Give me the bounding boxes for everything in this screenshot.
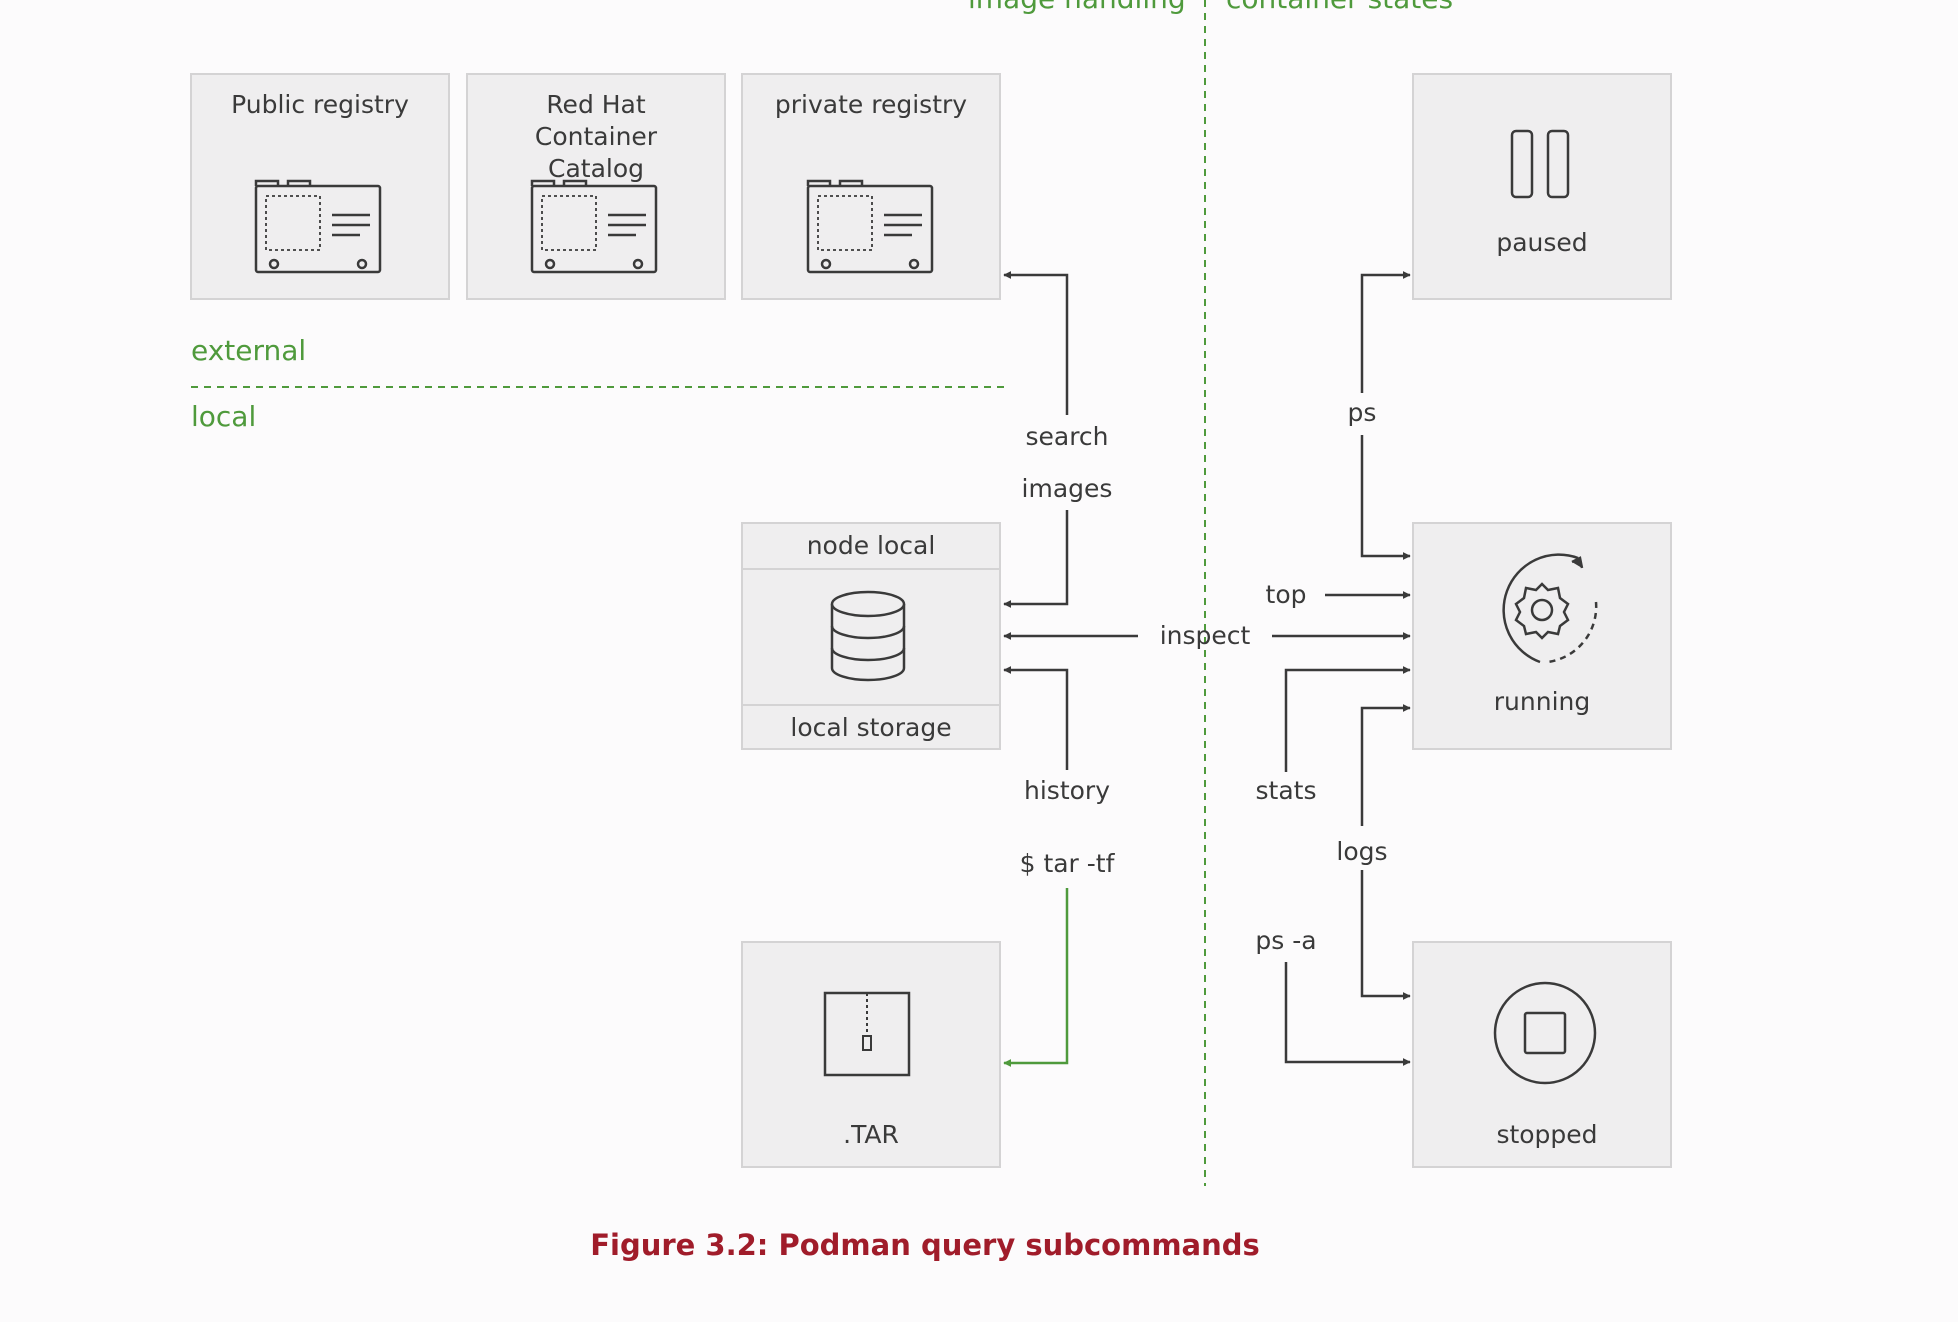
cmd-tar-tf: $ tar -tf xyxy=(1019,849,1115,878)
redhat-catalog-label: Red Hat Container Catalog xyxy=(534,90,658,183)
zone-local-label: local xyxy=(191,400,257,433)
ps-a-arrow xyxy=(1284,962,1411,1066)
cmd-inspect: inspect xyxy=(1159,621,1251,650)
cmd-search: search xyxy=(1025,422,1109,451)
public-registry-label: Public registry xyxy=(231,90,409,119)
private-registry-icon xyxy=(806,179,934,274)
node-local-label: node local xyxy=(806,531,936,560)
pause-icon xyxy=(1510,129,1570,199)
paused-box: paused xyxy=(1412,73,1672,300)
images-arrow xyxy=(1003,510,1069,608)
cmd-stats: stats xyxy=(1255,776,1317,805)
running-box: running xyxy=(1412,522,1672,750)
stop-icon xyxy=(1493,981,1597,1085)
running-gear-icon xyxy=(1502,553,1598,664)
public-registry-icon xyxy=(254,179,382,274)
stopped-label: stopped xyxy=(1496,1120,1598,1149)
header-container-states: container states xyxy=(1226,0,1453,15)
private-registry-label: private registry xyxy=(774,90,968,119)
cmd-ps: ps xyxy=(1347,398,1377,427)
logs-arrow-stopped xyxy=(1360,870,1411,1000)
tar-label: .TAR xyxy=(843,1120,899,1149)
zone-external-label: external xyxy=(191,334,307,367)
public-registry-box: Public registry xyxy=(190,73,450,300)
cmd-images: images xyxy=(1021,474,1113,503)
ps-arrow-running xyxy=(1360,435,1411,560)
tar-arrow xyxy=(1003,888,1069,1067)
cmd-top: top xyxy=(1265,580,1307,609)
storage-footer: local storage xyxy=(743,704,999,750)
stats-arrow xyxy=(1284,666,1411,772)
archive-icon xyxy=(823,991,911,1077)
running-label: running xyxy=(1493,687,1591,716)
logs-arrow-running xyxy=(1360,704,1411,826)
local-storage-label: local storage xyxy=(790,713,952,742)
cmd-logs: logs xyxy=(1336,837,1388,866)
search-arrow xyxy=(1003,271,1069,415)
storage-header: node local xyxy=(743,524,999,570)
paused-label: paused xyxy=(1496,228,1588,257)
figure-caption: Figure 3.2: Podman query subcommands xyxy=(590,1228,1260,1262)
redhat-catalog-icon xyxy=(530,179,658,274)
tar-box: .TAR xyxy=(741,941,1001,1168)
stopped-box: stopped xyxy=(1412,941,1672,1168)
cmd-history: history xyxy=(1024,776,1110,805)
cmd-ps-a: ps -a xyxy=(1255,926,1317,955)
ps-arrow-paused xyxy=(1360,271,1411,393)
header-image-handling: image handling xyxy=(968,0,1186,15)
database-icon xyxy=(830,590,906,682)
history-arrow xyxy=(1003,666,1069,770)
